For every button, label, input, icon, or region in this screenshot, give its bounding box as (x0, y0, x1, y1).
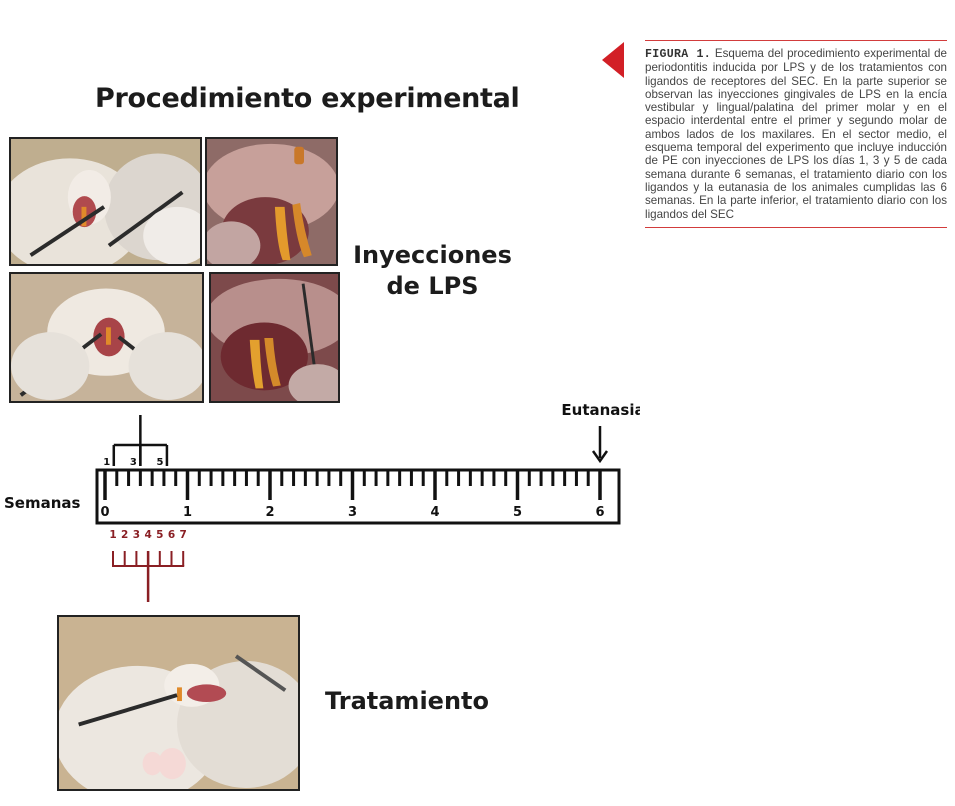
injection-day-label: 1 (103, 457, 110, 468)
lps-injection-photo-2 (205, 137, 338, 266)
injection-day-label: 5 (156, 457, 163, 468)
lps-injection-photo-1 (9, 137, 202, 266)
euthanasia-arrow-icon (591, 450, 609, 464)
axis-label-weeks: Semanas (4, 494, 81, 512)
figure-caption: FIGURA 1. Esquema del procedimiento expe… (645, 40, 947, 228)
caption-arrow-icon (602, 42, 624, 78)
week-label: 1 (183, 505, 192, 520)
injections-label-line1: Inyecciones (353, 241, 512, 269)
week-label: 2 (265, 505, 274, 520)
week-label: 3 (348, 505, 357, 520)
treatment-day-label: 4 (144, 529, 151, 541)
lps-injection-photo-3 (9, 272, 204, 403)
treatment-day-label: 7 (180, 529, 187, 541)
treatment-day-label: 3 (133, 529, 140, 541)
euthanasia-label: Eutanasia (561, 401, 640, 419)
caption-text: Esquema del procedimiento experimental d… (645, 47, 947, 221)
injections-label-line2: de LPS (386, 272, 479, 300)
treatment-day-label: 5 (156, 529, 163, 541)
treatment-photo (57, 615, 300, 791)
treatment-label: Tratamiento (325, 687, 489, 715)
figure-title: Procedimiento experimental (95, 83, 520, 114)
treatment-day-label: 6 (168, 529, 175, 541)
week-label: 0 (100, 505, 109, 520)
week-label: 4 (430, 505, 439, 520)
week-label: 5 (513, 505, 522, 520)
ruler-frame (95, 468, 621, 525)
injections-label: Inyecciones de LPS (350, 240, 515, 302)
treatment-day-label: 1 (109, 529, 116, 541)
injection-day-label: 3 (130, 457, 137, 468)
week-label: 6 (595, 505, 604, 520)
caption-figure-label: FIGURA 1. (645, 48, 711, 61)
lps-injection-photo-4 (209, 272, 340, 403)
treatment-day-label: 2 (121, 529, 128, 541)
